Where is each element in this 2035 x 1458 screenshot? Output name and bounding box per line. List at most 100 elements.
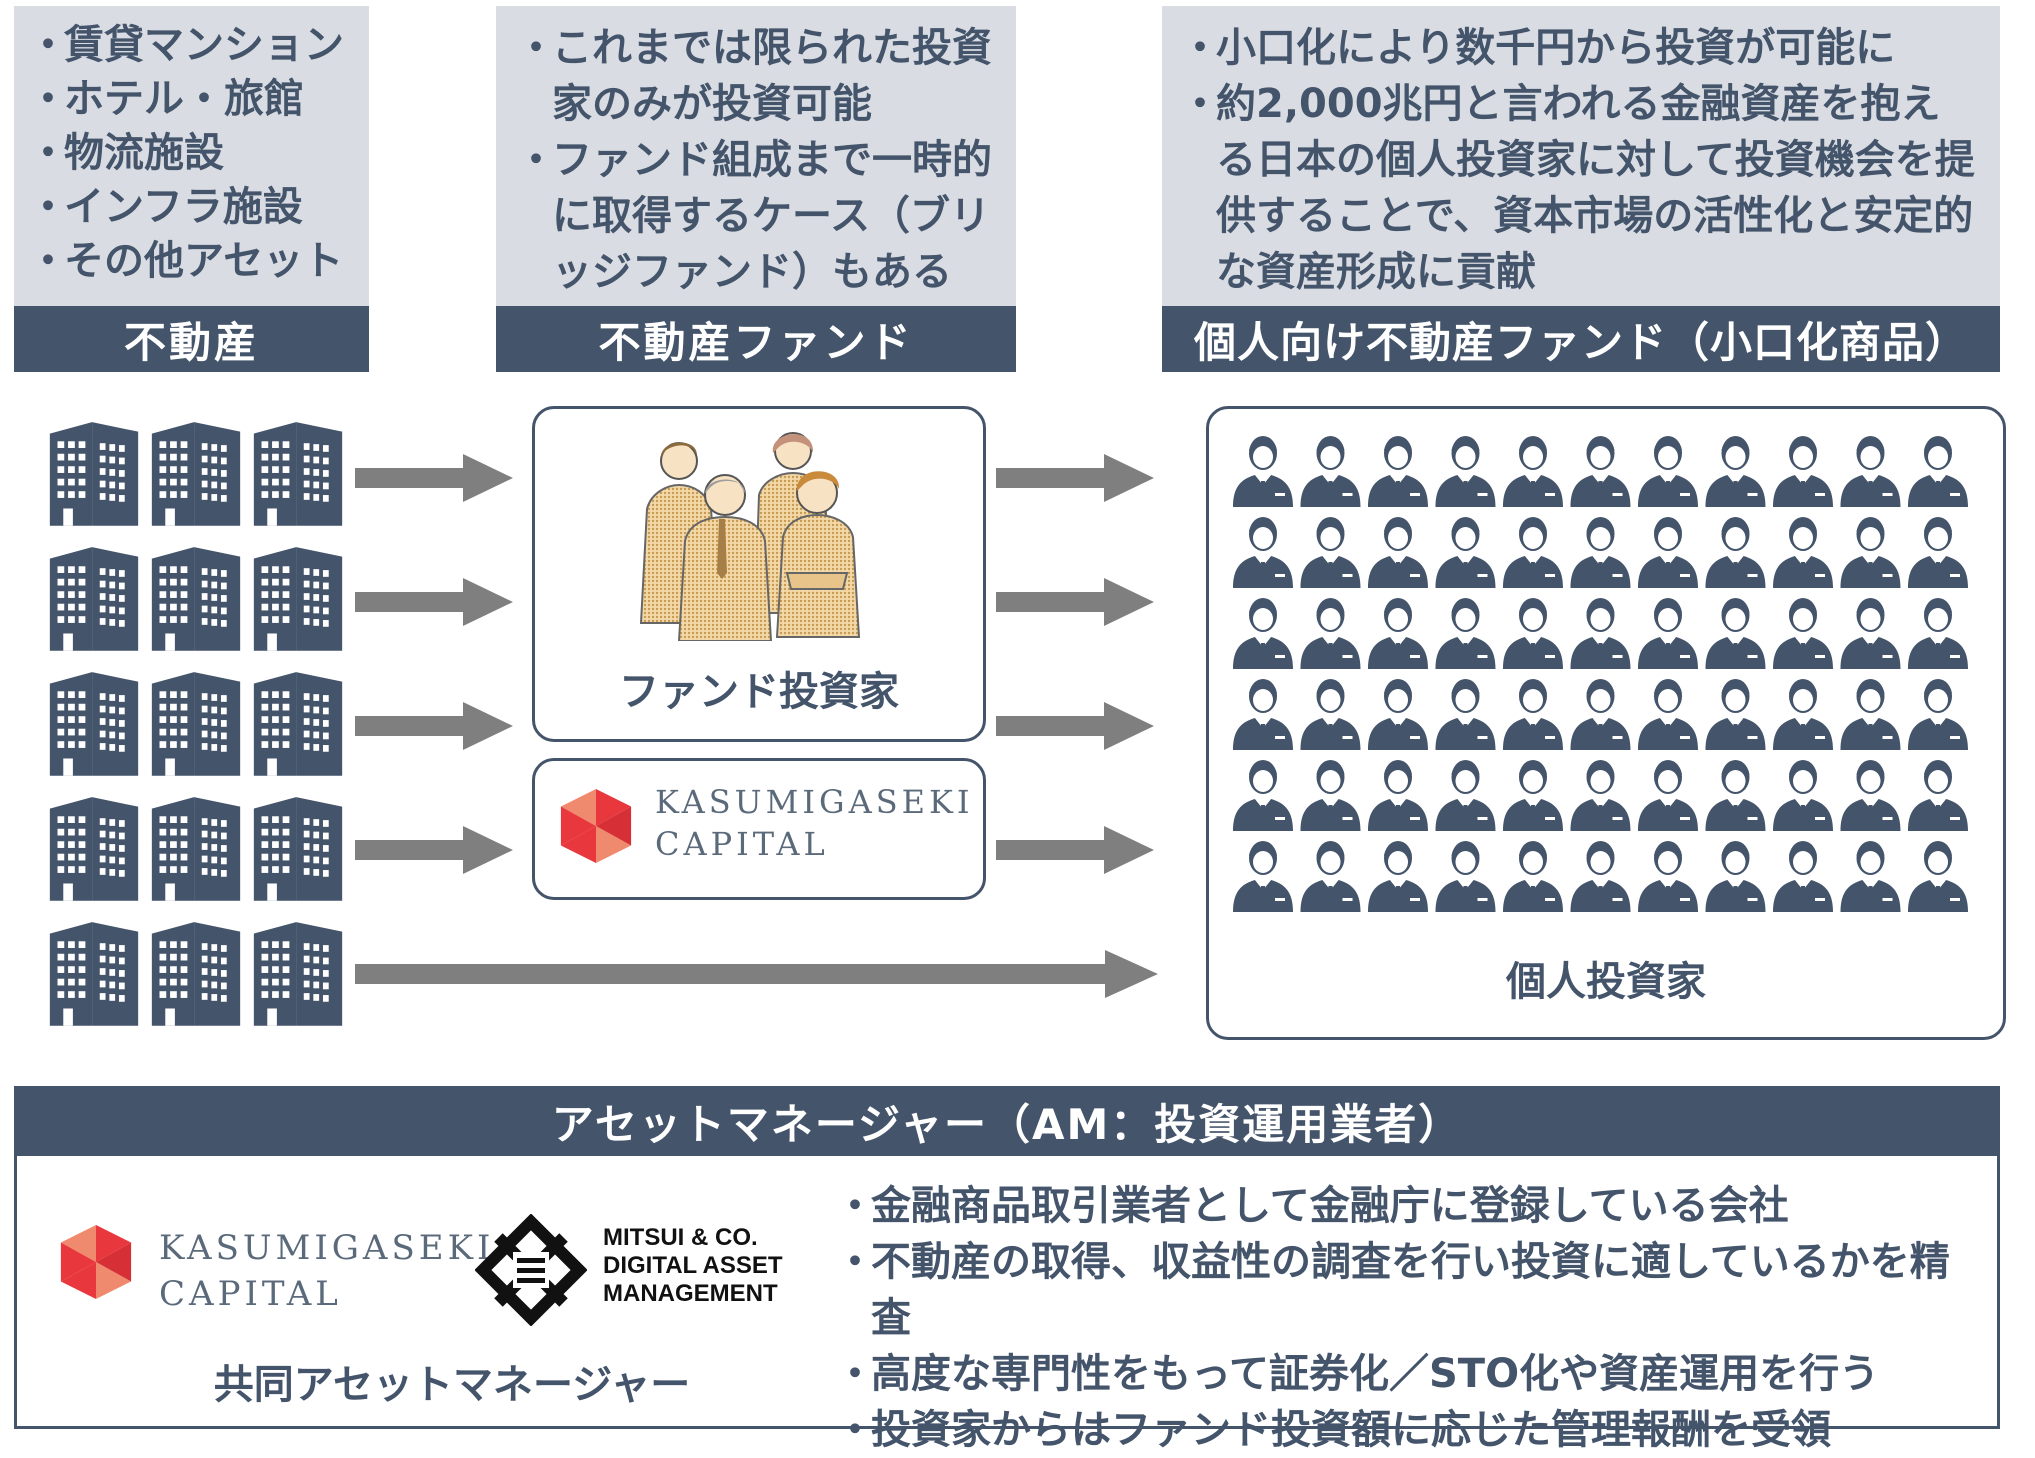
businessperson-icon [1638,760,1698,831]
businessperson-icon [1908,841,1968,912]
arrow-right-icon [996,450,1156,506]
businessperson-icon [1300,841,1361,912]
am-panel: KASUMIGASEKI CAPITAL MITSUI & CO. DIGITA… [14,1156,2000,1458]
arrow-right-icon [996,822,1156,878]
businessperson-icon [1233,679,1293,750]
businessperson-icon [1908,436,1968,507]
businessperson-icon [1705,436,1766,507]
arrow-right-icon [355,822,515,878]
real-estate-item: 物流施設 [28,126,344,180]
businessperson-icon [1570,760,1631,831]
businessperson-icon [1705,760,1766,831]
businessperson-icon [1300,679,1361,750]
businessperson-icon [1773,760,1833,831]
kasumigaseki-line1: KASUMIGASEKI [655,783,974,821]
mitsui-line2: DIGITAL ASSET [603,1252,783,1279]
buildings-grid [46,416,351,1036]
businessperson-icon [1840,436,1901,507]
businessperson-icon [1705,598,1766,669]
am-item: 高度な専門性をもって証券化／STO化や資産運用を行う [835,1346,1981,1402]
businessperson-icon [1233,436,1293,507]
businessperson-icon [1503,436,1563,507]
businessperson-icon [1435,679,1496,750]
businessperson-icon [1570,517,1631,588]
businessperson-icon [1638,841,1698,912]
fund-list: これまでは限られた投資家のみが投資可能 ファンド組成まで一時的に取得するケース（… [516,20,1002,300]
real-estate-item: インフラ施設 [28,180,344,234]
real-estate-list: 賃貸マンション ホテル・旅館 物流施設 インフラ施設 その他アセット [28,18,344,288]
am-kasumigaseki-line1: KASUMIGASEKI [159,1228,495,1268]
kasumigaseki-logo-icon [57,1220,135,1304]
fund-item: ファンド組成まで一時的に取得するケース（ブリッジファンド）もある [516,132,1002,300]
businessperson-icon [1503,679,1563,750]
people-group-icon [639,432,861,641]
businessperson-icon [1908,598,1968,669]
businessperson-icon [1570,436,1631,507]
arrow-right-icon [996,574,1156,630]
businessperson-icon [1368,841,1428,912]
businessperson-icon [1435,436,1496,507]
mitsui-logo-icon [475,1214,587,1326]
businessperson-icon [1233,517,1293,588]
businessperson-icon [1300,760,1361,831]
fund-panel: これまでは限られた投資家のみが投資可能 ファンド組成まで一時的に取得するケース（… [496,6,1016,306]
kasumigaseki-logo-icon [557,785,635,867]
businessperson-icon [1503,598,1563,669]
businessperson-icon [1368,436,1428,507]
businessperson-grid [1233,436,1968,912]
businessperson-icon [1638,679,1698,750]
businessperson-icon [1638,517,1698,588]
fund-investor-label: ファンド投資家 [619,669,899,715]
businessperson-icon [1840,598,1901,669]
businessperson-icon [1638,598,1698,669]
businessperson-icon [1773,841,1833,912]
fund-title: 不動産ファンド [496,306,1016,372]
businessperson-icon [1300,517,1361,588]
retail-fund-list: 小口化により数千円から投資が可能に 約2,000兆円と言われる金融資産を抱える日… [1180,20,1976,300]
arrow-right-icon [996,698,1156,754]
am-title: アセットマネージャー（AM：投資運用業者） [14,1086,2000,1156]
mitsui-line3: MANAGEMENT [603,1280,778,1307]
retail-fund-panel: 小口化により数千円から投資が可能に 約2,000兆円と言われる金融資産を抱える日… [1162,6,2000,306]
businessperson-icon [1570,679,1631,750]
real-estate-item: 賃貸マンション [28,18,344,72]
businessperson-icon [1773,679,1833,750]
real-estate-item: その他アセット [28,234,344,288]
individual-investor-box: 個人投資家 [1206,406,2006,1040]
businessperson-icon [1233,841,1293,912]
mitsui-line1: MITSUI & CO. [603,1224,758,1251]
businessperson-icon [1503,841,1563,912]
businessperson-icon [1300,436,1361,507]
retail-fund-title: 個人向け不動産ファンド（小口化商品） [1162,306,2000,372]
am-kasumigaseki-line2: CAPITAL [159,1274,342,1314]
businessperson-icon [1233,598,1293,669]
real-estate-item: ホテル・旅館 [28,72,344,126]
businessperson-icon [1368,760,1428,831]
businessperson-icon [1435,841,1496,912]
businessperson-icon [1705,517,1766,588]
real-estate-title: 不動産 [14,306,369,372]
real-estate-panel: 賃貸マンション ホテル・旅館 物流施設 インフラ施設 その他アセット [14,6,369,306]
joint-am-label: 共同アセットマネージャー [213,1362,691,1408]
businessperson-icon [1435,598,1496,669]
businessperson-icon [1503,517,1563,588]
businessperson-icon [1705,841,1766,912]
kasumigaseki-box: KASUMIGASEKI CAPITAL [532,758,986,900]
businessperson-icon [1773,436,1833,507]
businessperson-icon [1840,841,1901,912]
kasumigaseki-line2: CAPITAL [655,825,829,863]
businessperson-icon [1570,598,1631,669]
building-icons [49,422,343,1026]
arrow-right-long-icon [355,950,1158,998]
am-item: 金融商品取引業者として金融庁に登録している会社 [835,1178,1981,1234]
businessperson-icon [1908,679,1968,750]
businessperson-icon [1300,598,1361,669]
businessperson-icon [1638,436,1698,507]
businessperson-icon [1570,841,1631,912]
arrow-right-icon [355,574,515,630]
fund-investor-box: ファンド投資家 [532,406,986,742]
businessperson-icon [1368,679,1428,750]
businessperson-icon [1368,517,1428,588]
am-list: 金融商品取引業者として金融庁に登録している会社 不動産の取得、収益性の調査を行い… [835,1178,1981,1458]
businessperson-icon [1435,517,1496,588]
